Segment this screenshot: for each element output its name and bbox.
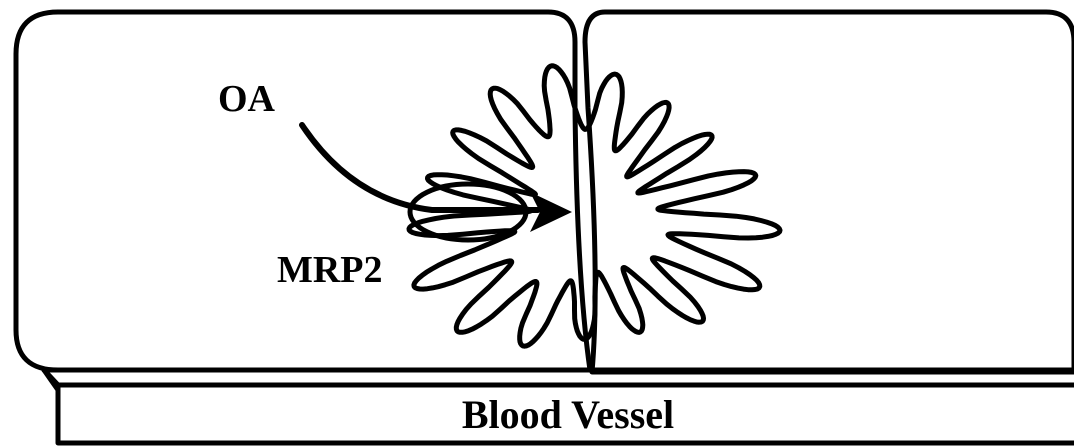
substrate-label: OA (218, 78, 276, 120)
right-cell (585, 12, 1074, 372)
blood-vessel-label: Blood Vessel (462, 392, 674, 437)
blood-vessel: Blood Vessel (44, 370, 1074, 443)
transporter-label: MRP2 (277, 249, 383, 291)
